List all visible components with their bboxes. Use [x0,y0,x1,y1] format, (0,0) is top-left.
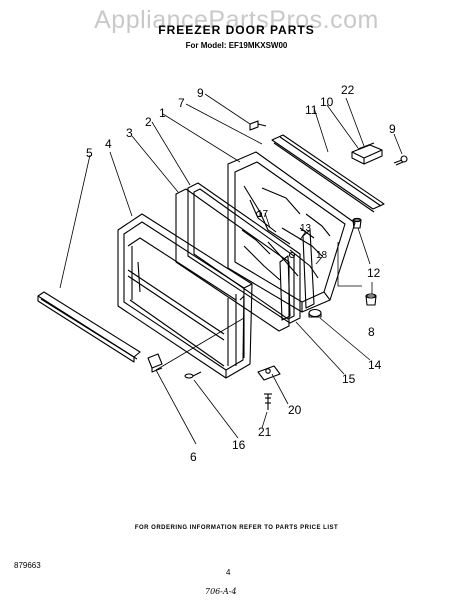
part-2-gasket-frame [187,182,301,324]
callout-20: 20 [288,403,302,417]
handwritten-code: 706-A-4 [205,587,237,596]
part-11-hinge-bar [271,134,385,213]
part-22-bracket [351,142,383,165]
part-21-screw [264,393,272,410]
callout-22: 22 [341,83,355,97]
part-8-cap [365,293,377,306]
callout-8: 8 [368,325,375,339]
watermark: AppliancePartsPros.com [94,6,379,34]
model-subtitle: For Model: EF19MKXSW00 [185,41,288,50]
callout-2: 2 [145,115,152,129]
page-number: 4 [226,568,231,577]
diagram-title: FREEZER DOOR PARTS [158,23,315,37]
part-15-door-trim [279,229,315,321]
part-3-breaker-frame [175,188,290,332]
part-9-screw-left [249,120,267,131]
callout-7: 7 [178,96,185,110]
callout-3: 3 [126,126,133,140]
document-number: 879663 [14,561,41,570]
callout-12: 12 [367,266,381,280]
callout-14: 14 [368,358,382,372]
callout-1: 1 [159,106,166,120]
callout-17: 17 [257,209,269,220]
part-4-door-shell [117,213,253,379]
part-14-cap [308,308,322,318]
part-6-clip [147,353,163,373]
callout-18: 18 [316,250,328,261]
callout-11: 11 [305,103,318,117]
callout-15: 15 [342,372,356,386]
part-9-screw-right [393,155,408,166]
part-5-handle-strip [37,291,141,363]
callout-6: 6 [190,450,197,464]
leader-lines [59,93,403,445]
callout-10: 10 [320,95,334,109]
part-20-lower-hinge [257,365,281,381]
callout-9-right: 9 [389,122,396,136]
callout-9-left: 9 [197,86,204,100]
callout-5: 5 [86,146,93,160]
callout-16: 16 [232,438,246,452]
callout-13: 13 [300,223,312,234]
ordering-note: FOR ORDERING INFORMATION REFER TO PARTS … [134,525,339,531]
part-12-plug [352,217,362,229]
part-16-screw [184,371,202,379]
callout-21: 21 [258,425,272,439]
callout-4: 4 [105,137,112,151]
